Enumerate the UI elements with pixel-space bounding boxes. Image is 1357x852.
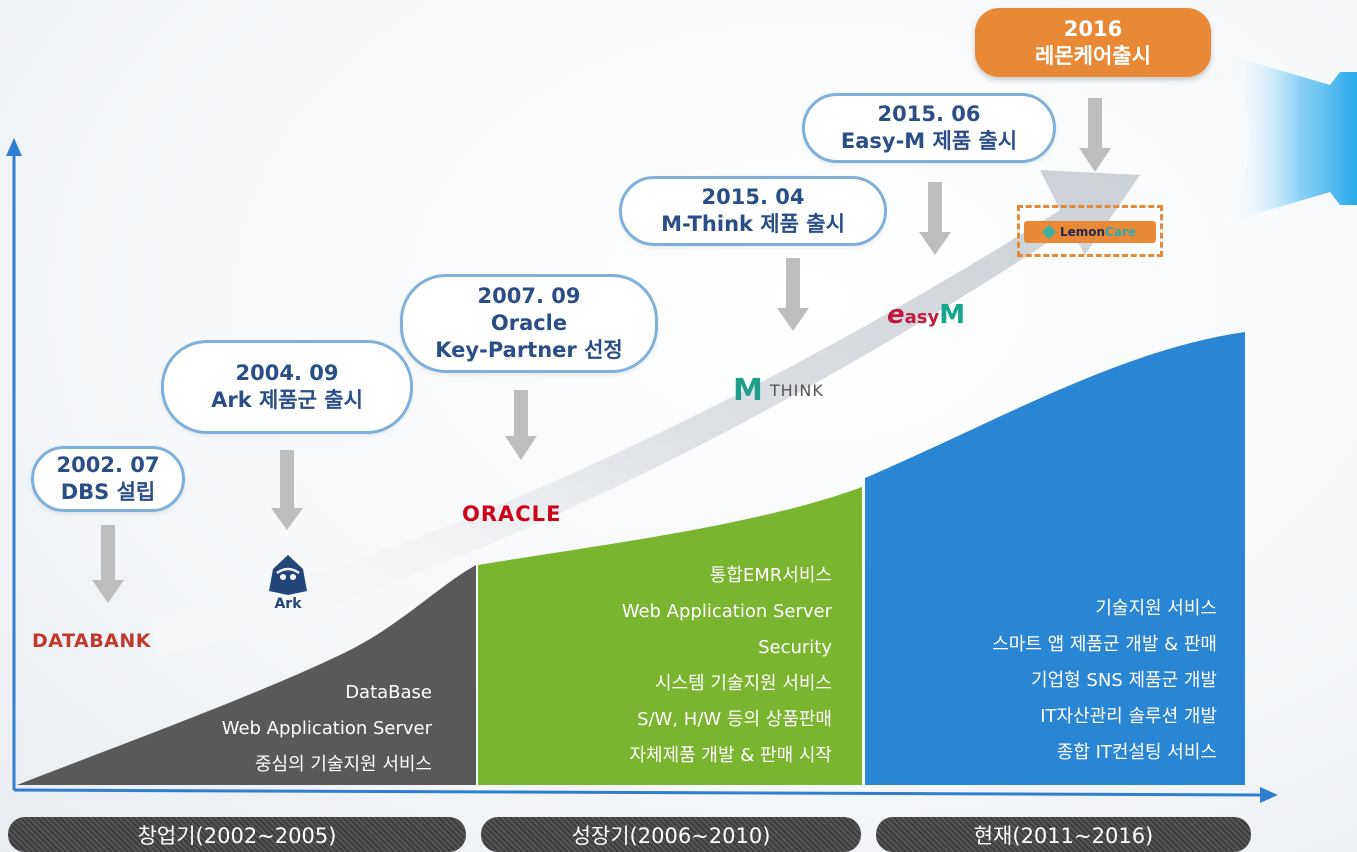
x-axis	[13, 788, 1263, 797]
stage-item: Web Application Server	[221, 718, 432, 739]
milestone-2007: 2007. 09 Oracle Key-Partner 선정	[400, 274, 658, 373]
growth-arrow	[150, 170, 1140, 655]
milestone-date: 2002. 07	[56, 453, 160, 477]
milestone-title: M-Think 제품 출시	[661, 212, 845, 236]
stage-item: 기업형 SNS 제품군 개발	[1031, 670, 1217, 691]
stage-item: IT자산관리 솔루션 개발	[1040, 706, 1217, 727]
phase-label-founding: 창업기(2002~2005)	[8, 817, 466, 852]
milestone-date: 2007. 09	[477, 284, 581, 308]
stage-item: 통합EMR서비스	[709, 565, 832, 586]
stage-item: Web Application Server	[621, 601, 832, 622]
phase-label-present: 현재(2011~2016)	[876, 817, 1251, 852]
stage-item: Security	[758, 637, 832, 658]
mthink-logo-text: THINK	[769, 381, 824, 400]
phase-label-growth: 성장기(2006~2010)	[481, 817, 861, 852]
oracle-logo: ORACLE	[462, 502, 562, 526]
stage-present-list: 기술지원 서비스 스마트 앱 제품군 개발 & 판매 기업형 SNS 제품군 개…	[992, 591, 1217, 771]
milestone-title: Ark 제품군 출시	[211, 388, 363, 412]
stage-item: 종합 IT컨설팅 서비스	[1056, 742, 1217, 763]
milestone-subtitle: Key-Partner 선정	[435, 338, 623, 362]
stage-item: 스마트 앱 제품군 개발 & 판매	[992, 634, 1217, 655]
down-arrow-2016	[1079, 98, 1111, 172]
ark-logo-text: Ark	[274, 596, 302, 612]
easym-logo: easyM	[887, 300, 965, 330]
lemoncare-logo-frame	[1017, 205, 1163, 257]
stage-area-growth	[478, 487, 862, 785]
milestone-2002: 2002. 07 DBS 설립	[31, 446, 185, 512]
down-arrow-2004	[271, 450, 303, 530]
milestone-date: 2015. 06	[877, 102, 981, 126]
down-arrow-2007	[505, 390, 537, 460]
stage-item: 시스템 기술지원 서비스	[654, 673, 832, 694]
easym-asy-text: asy	[904, 307, 940, 328]
easym-m-icon: M	[939, 300, 966, 330]
milestone-date: 2004. 09	[235, 361, 339, 385]
x-axis-arrowhead	[1260, 787, 1278, 803]
stage-item: 중심의 기술지원 서비스	[254, 754, 432, 775]
milestone-date: 2016	[1063, 16, 1123, 41]
lemoncare-leaf-icon	[1041, 224, 1057, 240]
easym-e-icon: e	[887, 300, 905, 330]
milestone-2015-04: 2015. 04 M-Think 제품 출시	[619, 176, 887, 246]
down-arrow-2002	[92, 525, 124, 603]
milestone-2015-06: 2015. 06 Easy-M 제품 출시	[802, 93, 1056, 163]
milestone-2016: 2016 레몬케어출시	[975, 8, 1211, 77]
milestone-title: DBS 설립	[60, 480, 156, 504]
lemon-text: Lemon	[1059, 225, 1106, 239]
stage-growth-list: 통합EMR서비스 Web Application Server Security…	[622, 558, 832, 774]
stage-area-present	[865, 332, 1245, 785]
y-axis-arrowhead	[6, 138, 22, 156]
stage-area-founding	[17, 565, 476, 785]
mthink-logo: M THINK	[733, 373, 824, 408]
stage-item: DataBase	[345, 682, 432, 703]
milestone-title: Oracle	[490, 311, 568, 335]
ark-logo: Ark	[258, 553, 318, 611]
databank-logo: DATABANK	[32, 630, 152, 652]
stage-item: 자체제품 개발 & 판매 시작	[629, 745, 832, 766]
mthink-m-icon: M	[733, 373, 763, 408]
care-text: Care	[1105, 225, 1137, 239]
milestone-date: 2015. 04	[701, 185, 805, 209]
future-arrow-icon	[1228, 55, 1357, 222]
stage-item: S/W, H/W 등의 상품판매	[637, 709, 832, 730]
milestone-title: 레몬케어출시	[1035, 43, 1151, 68]
down-arrow-2015-04	[777, 258, 809, 331]
down-arrow-2015-06	[919, 182, 951, 255]
ark-emblem-icon	[269, 555, 307, 595]
milestone-2004: 2004. 09 Ark 제품군 출시	[161, 340, 413, 434]
stage-item: 기술지원 서비스	[1095, 598, 1217, 619]
milestone-title: Easy-M 제품 출시	[840, 129, 1018, 153]
stage-founding-list: DataBase Web Application Server 중심의 기술지원…	[222, 675, 432, 783]
